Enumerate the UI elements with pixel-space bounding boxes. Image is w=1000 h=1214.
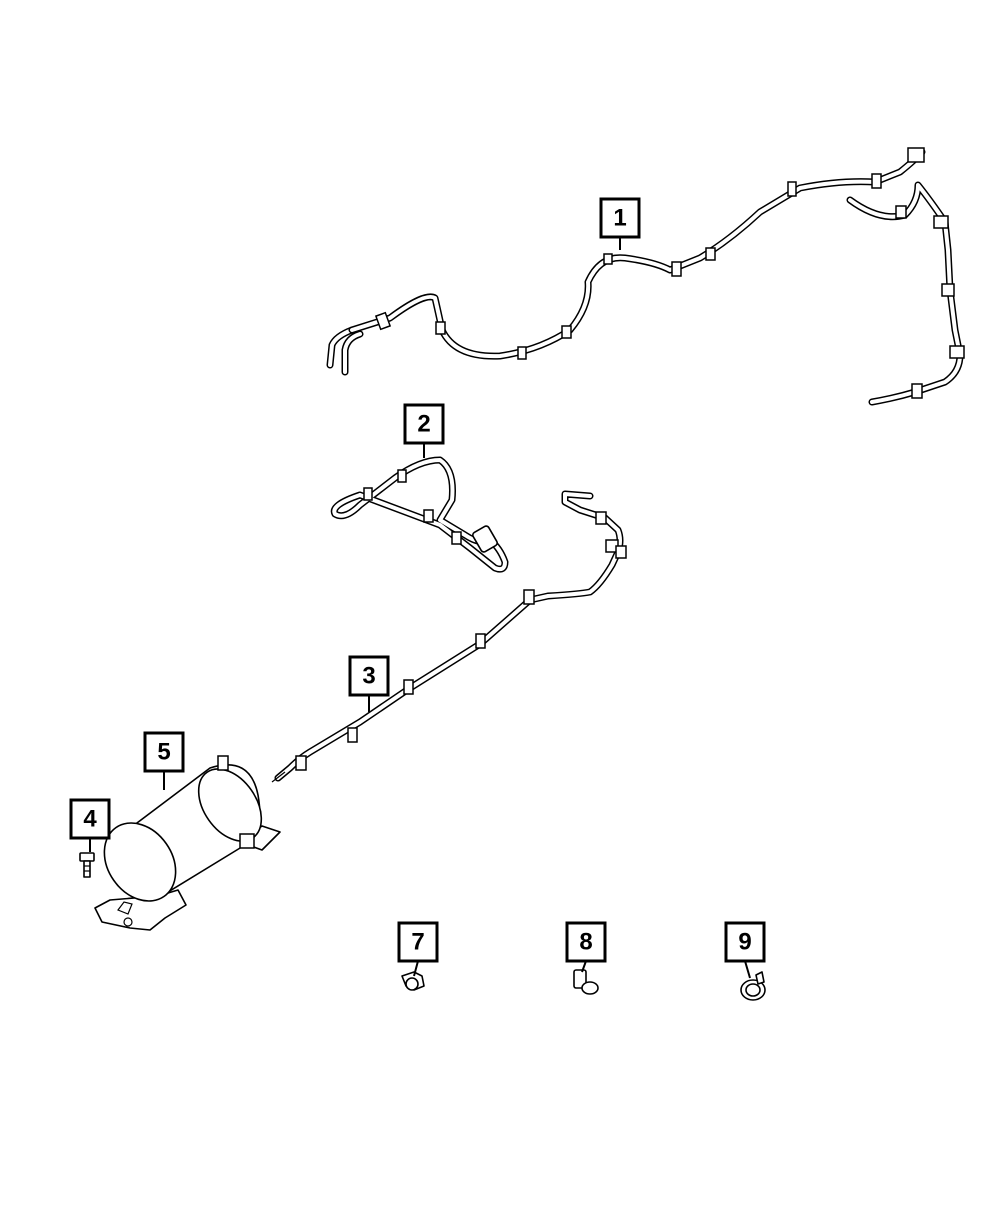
part-8-clip xyxy=(573,969,599,995)
callout-4-label: 4 xyxy=(83,806,97,833)
callout-7: 7 xyxy=(397,921,439,963)
callout-9-label: 9 xyxy=(738,929,751,956)
part-9-clamp xyxy=(740,971,766,1001)
callout-3-label: 3 xyxy=(362,663,375,690)
callout-5: 5 xyxy=(143,731,185,773)
callout-4: 4 xyxy=(69,798,111,840)
callout-3: 3 xyxy=(348,655,390,697)
part-1-hose-assembly xyxy=(326,147,965,406)
part-7-clip xyxy=(401,971,425,991)
part-3-vapor-tube xyxy=(271,490,627,783)
leader-9 xyxy=(744,960,751,979)
leader-7 xyxy=(413,960,419,977)
callout-8-label: 8 xyxy=(579,929,592,956)
callout-5-label: 5 xyxy=(157,739,170,766)
part-2-vent-hose xyxy=(330,456,509,573)
part-5-canister xyxy=(94,755,281,931)
callout-8: 8 xyxy=(565,921,607,963)
callout-1: 1 xyxy=(599,197,641,239)
callout-2: 2 xyxy=(403,403,445,445)
part-4-bolt xyxy=(79,852,95,878)
callout-1-label: 1 xyxy=(613,205,626,232)
callout-9: 9 xyxy=(724,921,766,963)
leader-8 xyxy=(581,960,587,973)
callout-7-label: 7 xyxy=(411,929,424,956)
callout-2-label: 2 xyxy=(417,411,430,438)
